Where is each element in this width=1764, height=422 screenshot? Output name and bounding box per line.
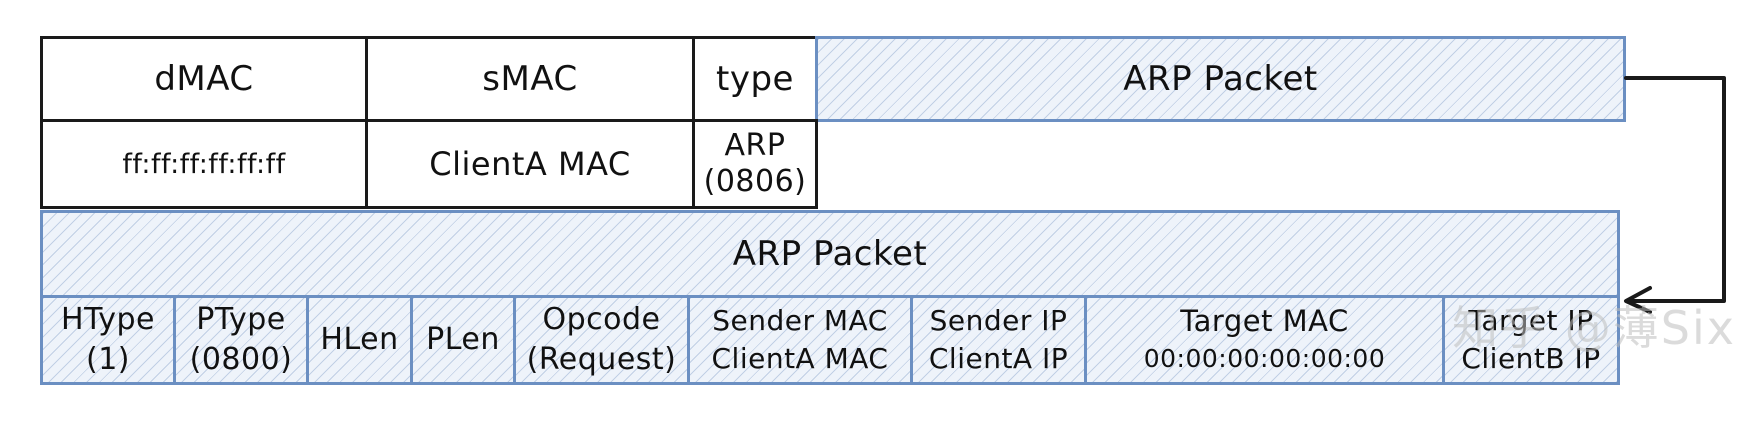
ethernet-payload-label: ARP Packet [1123,59,1318,99]
arp-field-hlen: HLen [306,295,413,385]
target-ip-value: ClientB IP [1461,342,1601,375]
hlen-label: HLen [320,322,399,357]
type-header-cell: type [692,36,818,122]
arp-packet-title: ARP Packet [732,234,928,274]
target-mac-label: Target MAC [1180,304,1349,338]
sender-ip-label: Sender IP [929,304,1068,337]
sender-mac-label: Sender MAC [712,304,888,337]
ethernet-payload-cell: ARP Packet [815,36,1626,122]
type-value-line1: ARP [724,128,786,163]
arp-field-plen: PLen [410,295,516,385]
arp-field-target-mac: Target MAC 00:00:00:00:00:00 [1084,295,1445,385]
dmac-value: ff:ff:ff:ff:ff:ff [122,148,286,180]
target-ip-label: Target IP [1468,304,1594,337]
plen-label: PLen [426,322,500,357]
arp-field-opcode: Opcode (Request) [513,295,690,385]
dmac-value-cell: ff:ff:ff:ff:ff:ff [40,119,368,209]
smac-value-cell: ClientA MAC [365,119,695,209]
type-value-line2: (0806) [703,164,807,199]
opcode-label: Opcode [542,302,661,337]
target-mac-value: 00:00:00:00:00:00 [1143,344,1386,373]
smac-value: ClientA MAC [429,145,631,183]
connector-line [1624,76,1726,303]
ptype-value: (0800) [189,342,293,377]
type-label: type [716,59,794,99]
arp-field-ptype: PType (0800) [173,295,309,385]
watermark: 知乎 @薄Six [1452,301,1736,355]
sender-ip-value: ClientA IP [928,342,1069,375]
connector-arrowhead [1624,286,1652,314]
arp-packet-title-cell: ARP Packet [40,210,1620,298]
opcode-value: (Request) [526,342,677,377]
arp-field-target-ip: Target IP ClientB IP [1442,295,1620,385]
arp-field-sender-mac: Sender MAC ClientA MAC [687,295,913,385]
htype-label: HType [61,302,155,337]
htype-value: (1) [86,342,130,377]
dmac-label: dMAC [154,59,254,99]
type-value-cell: ARP (0806) [692,119,818,209]
ptype-label: PType [196,302,286,337]
sender-mac-value: ClientA MAC [711,342,889,375]
smac-label: sMAC [482,59,578,99]
arp-field-sender-ip: Sender IP ClientA IP [910,295,1087,385]
